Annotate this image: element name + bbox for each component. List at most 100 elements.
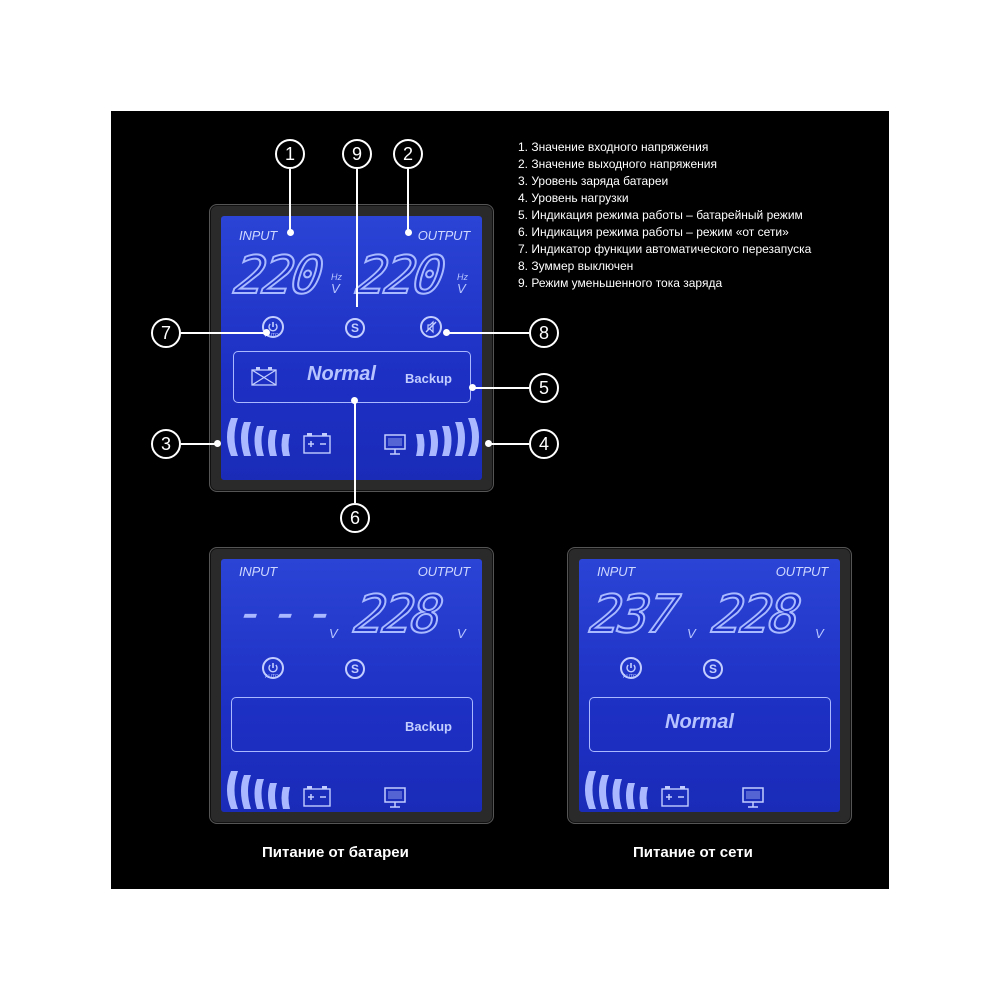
power-glyph-icon [268, 322, 278, 332]
mode-indicator-box [589, 697, 831, 752]
power-glyph-icon [626, 663, 636, 673]
callout-7: 7 [151, 318, 181, 348]
monitor-icon [742, 787, 764, 808]
output-voltage-display: 220 [352, 245, 447, 307]
output-unit: V [815, 626, 824, 641]
input-unit: V [687, 626, 696, 641]
battery-level-bar [626, 783, 635, 809]
leader-line [356, 169, 358, 307]
monitor-icon [384, 434, 406, 455]
leader-dot [351, 397, 358, 404]
battery-mode-caption: Питание от батареи [262, 844, 409, 861]
callout-4: 4 [529, 429, 559, 459]
leader-dot [214, 440, 221, 447]
battery-level-bar [227, 418, 238, 456]
input-label: INPUT [597, 564, 636, 579]
unit-v: V [457, 281, 466, 296]
load-level-bar [442, 426, 452, 456]
input-label: INPUT [239, 564, 278, 579]
leader-line [473, 387, 529, 389]
battery-level-bar [268, 783, 277, 809]
load-level-bar [429, 430, 438, 456]
output-label: OUTPUT [775, 564, 828, 579]
battery-level-bar [227, 771, 238, 809]
backup-mode-label: Backup [405, 371, 452, 386]
battery-level-bars [585, 771, 648, 809]
input-voltage-display: 237 [586, 584, 681, 646]
normal-mode-label: Normal [307, 363, 376, 385]
battery-level-bar [241, 422, 251, 456]
leader-line [354, 401, 356, 503]
mains-mode-lcd-panel: INPUT OUTPUT 237 V 228 V AUTO S Normal [567, 547, 852, 824]
legend-item: 4. Уровень нагрузки [518, 191, 629, 205]
callout-8: 8 [529, 318, 559, 348]
auto-label: AUTO [623, 674, 637, 680]
output-label: OUTPUT [417, 564, 470, 579]
leader-dot [263, 329, 270, 336]
legend-item: 6. Индикация режима работы – режим «от с… [518, 225, 789, 239]
battery-fault-icon [251, 367, 277, 386]
callout-6: 6 [340, 503, 370, 533]
input-unit: V [329, 626, 338, 641]
battery-level-bar [639, 787, 648, 809]
battery-icon [303, 786, 331, 807]
battery-level-bar [585, 771, 596, 809]
load-level-bar [416, 434, 425, 456]
s-mode-icon: S [345, 659, 365, 679]
leader-dot [485, 440, 492, 447]
auto-label: AUTO [265, 333, 279, 339]
leader-dot [443, 329, 450, 336]
callout-1: 1 [275, 139, 305, 169]
leader-line [407, 169, 409, 231]
legend-item: 9. Режим уменьшенного тока заряда [518, 276, 723, 290]
main-lcd-panel: INPUT OUTPUT 220 Hz V 220 Hz V AUTO S [209, 204, 494, 492]
output-unit: V [457, 626, 466, 641]
leader-dot [469, 384, 476, 391]
main-lcd-screen: INPUT OUTPUT 220 Hz V 220 Hz V AUTO S [221, 216, 482, 480]
legend-item: 8. Зуммер выключен [518, 259, 634, 273]
input-voltage-display: 220 [230, 245, 325, 307]
callout-9: 9 [342, 139, 372, 169]
callout-3: 3 [151, 429, 181, 459]
callout-5: 5 [529, 373, 559, 403]
battery-level-bar [268, 430, 277, 456]
input-label: INPUT [239, 228, 278, 243]
output-voltage-display: 228 [708, 584, 803, 646]
monitor-icon [384, 787, 406, 808]
leader-dot [405, 229, 412, 236]
battery-level-bars [227, 418, 290, 456]
legend-item: 5. Индикация режима работы – батарейный … [518, 208, 803, 222]
leader-line [181, 443, 217, 445]
battery-icon [661, 786, 689, 807]
legend-item: 3. Уровень заряда батареи [518, 174, 669, 188]
auto-restart-icon [620, 657, 642, 679]
load-level-bars [416, 418, 479, 456]
leader-line [181, 332, 266, 334]
unit-hz: Hz [457, 272, 468, 282]
battery-level-bars [227, 771, 290, 809]
battery-level-bar [599, 775, 609, 809]
output-label: OUTPUT [417, 228, 470, 243]
mode-indicator-box [231, 697, 473, 752]
s-mode-icon: S [345, 318, 365, 338]
callout-2: 2 [393, 139, 423, 169]
load-level-bar [455, 422, 465, 456]
auto-label: AUTO [265, 674, 279, 680]
battery-level-bar [612, 779, 622, 809]
leader-line [489, 443, 529, 445]
battery-level-bar [281, 787, 290, 809]
legend-item: 2. Значение выходного напряжения [518, 157, 717, 171]
battery-mode-lcd-panel: INPUT OUTPUT --- V 228 V AUTO S Backup [209, 547, 494, 824]
mains-mode-lcd-screen: INPUT OUTPUT 237 V 228 V AUTO S Normal [579, 559, 840, 812]
leader-line [289, 169, 291, 231]
legend-item: 1. Значение входного напряжения [518, 140, 709, 154]
unit-v: V [331, 281, 340, 296]
normal-mode-label: Normal [665, 711, 734, 733]
power-glyph-icon [268, 663, 278, 673]
output-voltage-display: 228 [350, 584, 445, 646]
s-mode-icon: S [703, 659, 723, 679]
legend-item: 7. Индикатор функции автоматического пер… [518, 242, 812, 256]
unit-hz: Hz [331, 272, 342, 282]
battery-level-bar [241, 775, 251, 809]
backup-mode-label: Backup [405, 719, 452, 734]
